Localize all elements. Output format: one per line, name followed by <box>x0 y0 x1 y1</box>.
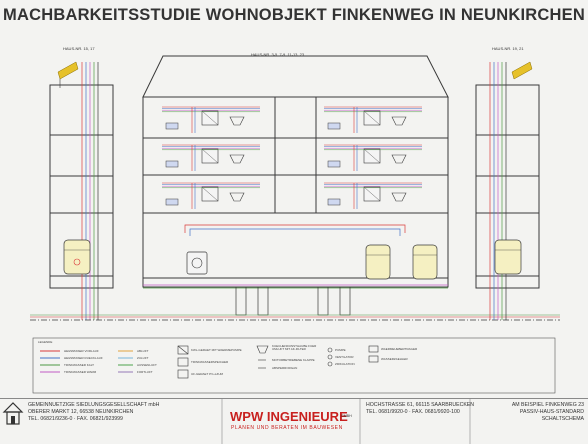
left-wing-building <box>49 84 114 289</box>
right-wing-building <box>475 84 540 289</box>
legend-air-swatches <box>118 350 133 373</box>
legend-heading: LEGENDE <box>38 340 53 344</box>
apartment-unit <box>162 144 260 171</box>
legend-pipe-label: TRINKWASSER WARM <box>64 370 97 374</box>
legend-device-label: WASSERZAEHLER <box>381 357 408 361</box>
right-risers <box>489 62 507 320</box>
firm-name: INGENIEURE <box>266 409 348 424</box>
apartment-units <box>162 106 422 209</box>
apartment-unit <box>324 106 422 133</box>
apartment-unit <box>324 144 422 171</box>
firm-address: HOCHSTRASSE 61, 66115 SAARBRUECKEN <box>366 402 475 408</box>
legend-device-label: UF-GERAET PV+LZUM <box>191 372 224 376</box>
legend-device-label: KWL-GERAET MIT WAERMEPUMPE <box>191 348 242 352</box>
title-block <box>0 398 588 444</box>
client-address: OBERER MARKT 12, 66538 NEUNKIRCHEN <box>28 409 134 415</box>
legend-device-label: WAERMEUEBERTRAGER <box>381 347 418 351</box>
legend-device-label: KUECHENDUNSTHAUBE FUER UMLUFT MIT AK-FIL… <box>272 344 317 351</box>
legend-air-label: ZULUFT <box>137 356 149 360</box>
firm-prefix: WPW <box>230 409 264 424</box>
legend-device-label: ABSPERRORGAN <box>272 366 298 370</box>
firm-legal-form: GMBH <box>341 414 352 418</box>
legend-box <box>32 337 556 394</box>
apartment-unit <box>324 182 422 209</box>
central-building <box>142 55 449 288</box>
title-block-frame <box>0 398 588 444</box>
left-risers <box>81 62 99 320</box>
legend-pipe-label: HEIZWASSER RUECKLAUF <box>64 356 103 360</box>
house-label-right: HAUS-NR. 19, 21 <box>492 46 524 51</box>
legend-pipe-label: HEIZWASSER VORLAUF <box>64 349 99 353</box>
legend-device-label: PUMPE <box>335 348 346 352</box>
legend-pipe-swatches <box>40 350 60 373</box>
legend-air-label: FORTLUFT <box>137 370 153 374</box>
firm-tagline: PLANEN UND BERATEN IM BAUWESEN <box>231 425 343 431</box>
firm-logo: WPW INGENIEURE <box>230 409 348 424</box>
solar-collector-left <box>57 61 79 88</box>
legend-device-label: MOTORBETRIEBENE KLAPPE <box>272 358 315 362</box>
legend-pipe-label: TRINKWASSER KALT <box>64 363 95 367</box>
basement-distribution <box>143 224 448 289</box>
drawing-title: MACHBARKEITSSTUDIE WOHNOBJEKT FINKENWEG … <box>3 6 585 24</box>
client-name: GEMEINNUETZIGE SIEDLUNGSGESELLSCHAFT mbH <box>28 402 160 408</box>
legend-air-label: AUSSENLUFT <box>137 363 157 367</box>
project-line-2: PASSIV-HAUS-STANDARD <box>519 409 584 415</box>
project-line-1: AM BEISPIEL FINKENWEG 23 <box>511 402 584 408</box>
supply-lines <box>30 314 560 318</box>
legend-device-label: ZIRKULATION <box>335 362 355 366</box>
apartment-unit <box>162 106 260 133</box>
left-storage-tank <box>63 239 91 275</box>
house-label-center: HAUS-NR. 3-5, 7-9, 11-13, 23 <box>251 52 305 57</box>
right-storage-tank <box>494 239 522 275</box>
legend-device-label: TRINKWASSERSPEICHER <box>191 360 229 364</box>
ground-ducts <box>235 286 351 316</box>
house-label-left: HAUS-NR. 15, 17 <box>63 46 95 51</box>
legend-device-symbols <box>177 345 379 379</box>
legend-air-label: ABLUFT <box>137 349 149 353</box>
project-line-3: SCHALTSCHEMA <box>541 416 584 422</box>
firm-phone: TEL. 0681/9920-0 · FAX. 0681/9920-100 <box>366 409 460 415</box>
legend-device-label: VENTILATOR <box>335 355 354 359</box>
client-phone: TEL. 06821/9236-0 · FAX. 06821/923999 <box>28 416 123 422</box>
client-logo-icon <box>2 402 24 425</box>
solar-collector-right <box>511 61 533 80</box>
basement-devices <box>186 244 438 280</box>
schematic-plan <box>30 55 560 394</box>
apartment-unit <box>162 182 260 209</box>
